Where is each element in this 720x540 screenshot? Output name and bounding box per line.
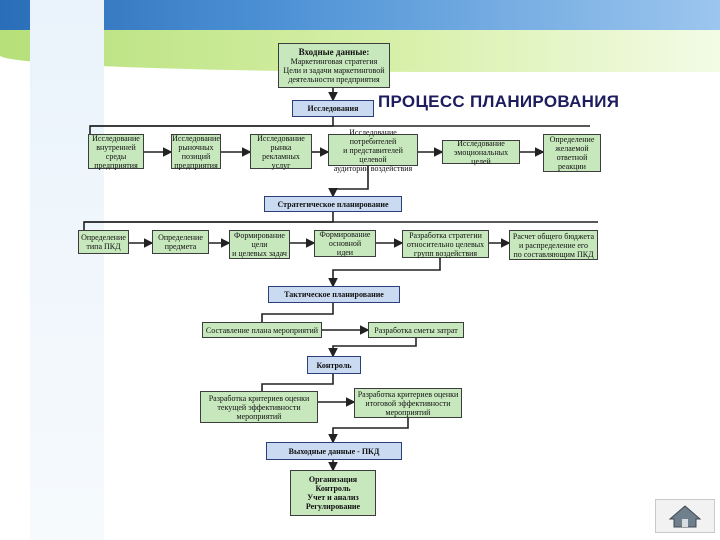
tactical-item-line: Составление плана мероприятий	[205, 325, 319, 335]
strategic-item-line: групп воздействия	[413, 248, 478, 258]
research-item-line: рекламных	[262, 151, 300, 161]
strategic-header: Стратегическое планирование	[277, 199, 389, 209]
research-item-line: Исследование	[92, 133, 140, 143]
left-decorative-strip	[30, 0, 104, 540]
research-header: Исследования	[307, 104, 359, 113]
strategic-header-box: Стратегическое планирование	[264, 196, 402, 212]
strategic-item-box: Определение предмета	[152, 230, 209, 254]
strategic-item-line: и распределение его	[518, 240, 589, 250]
research-item-line: внутренней	[96, 142, 136, 152]
strategic-item-box: Определение типа ПКД	[78, 230, 129, 254]
strategic-item-line: основной	[328, 239, 362, 248]
strategic-item-line: Разработка стратегии	[409, 230, 482, 240]
research-item-line: рыночных	[178, 142, 214, 152]
research-item-line: эмоциональных целей	[453, 147, 509, 166]
research-header-box: Исследования	[292, 100, 374, 117]
strategic-item-line: Определение	[158, 233, 203, 242]
strategic-item-box: Формирование основной идеи	[314, 230, 376, 257]
control-header-box: Контроль	[307, 356, 361, 374]
input-data-heading: Входные данные:	[298, 46, 370, 57]
research-item-line: ответной	[556, 153, 588, 162]
home-icon	[668, 505, 702, 528]
control-item-line: мероприятий	[385, 407, 431, 417]
research-item-line: реакции	[558, 162, 586, 171]
research-item-line: Исследование	[349, 127, 397, 137]
final-line: Регулирование	[305, 502, 361, 511]
research-item-line: позиций	[181, 151, 211, 161]
tactical-item-box: Составление плана мероприятий	[202, 322, 322, 338]
research-item-box: Исследование рынка рекламных услуг	[250, 133, 312, 170]
top-decorative-band	[0, 0, 720, 32]
final-box: Организация Контроль Учет и анализ Регул…	[290, 470, 376, 516]
strategic-item-line: Формирование	[319, 230, 371, 239]
research-item-line: Исследование	[257, 133, 305, 143]
control-item-line: итоговой эффективности	[365, 398, 451, 408]
research-item-line: потребителей	[349, 136, 397, 146]
research-item-line: аудитории воздействия	[333, 163, 413, 173]
strategic-item-box: Формирование цели и целевых задач	[229, 230, 290, 259]
final-line: Организация	[308, 475, 358, 484]
research-item-box: Исследование эмоциональных целей	[442, 138, 520, 166]
strategic-item-line: идеи	[336, 248, 354, 257]
research-item-line: услуг	[271, 160, 291, 170]
strategic-item-line: Расчет общего бюджета	[512, 231, 595, 241]
tactical-item-line: Разработка сметы затрат	[374, 325, 458, 335]
strategic-item-line: предмета	[164, 242, 197, 251]
strategic-item-box: Разработка стратегии относительно целевы…	[402, 230, 489, 258]
output-header: Выходные данные - ПКД	[288, 446, 380, 456]
strategic-item-line: типа ПКД	[86, 242, 121, 251]
research-item-box: Определение желаемой ответной реакции	[543, 134, 601, 172]
tactical-item-box: Разработка сметы затрат	[368, 322, 464, 338]
research-item-box: Исследование потребителей и представител…	[328, 128, 418, 173]
strategic-item-box: Расчет общего бюджета и распределение ег…	[509, 230, 598, 260]
research-item-line: рынка	[270, 142, 292, 152]
strategic-item-line: цели	[251, 240, 268, 249]
control-item-line: Разработка критериев оценки	[357, 389, 459, 399]
strategic-item-line: Определение	[81, 233, 126, 242]
research-item-box: Исследование рыночных позиций предприяти…	[171, 133, 221, 170]
research-item-line: и представителей целевой	[343, 145, 403, 164]
output-header-box: Выходные данные - ПКД	[266, 442, 402, 460]
research-item-line: желаемой	[555, 144, 589, 153]
tactical-header-box: Тактическое планирование	[268, 286, 400, 303]
strategic-item-line: и целевых задач	[232, 249, 287, 258]
strategic-item-line: относительно целевых	[406, 239, 485, 249]
tactical-header: Тактическое планирование	[284, 290, 384, 299]
home-nav-button[interactable]	[655, 499, 715, 533]
final-line: Учет и анализ	[307, 493, 359, 502]
research-item-box: Исследование внутренней среды предприяти…	[88, 133, 144, 170]
slide-title: ПРОЦЕСС ПЛАНИРОВАНИЯ	[378, 92, 620, 111]
final-line: Контроль	[315, 484, 351, 493]
research-item-line: Исследование	[457, 138, 505, 148]
strategic-item-line: Формирование	[234, 231, 285, 240]
input-data-box: Входные данные: Маркетинговая стратегия …	[278, 43, 390, 88]
control-item-line: текущей эффективности	[217, 402, 301, 412]
control-item-line: мероприятий	[236, 411, 282, 421]
control-item-line: Разработка критериев оценки	[208, 393, 310, 403]
strategic-item-line: по составляющим ПКД	[513, 249, 594, 259]
research-item-line: предприятия	[174, 160, 218, 170]
research-item-line: среды	[105, 151, 127, 161]
research-item-line: предприятия	[94, 160, 138, 170]
control-item-box: Разработка критериев оценки текущей эффе…	[200, 391, 318, 423]
input-data-line: деятельности предприятия	[288, 74, 380, 84]
control-item-box: Разработка критериев оценки итоговой эфф…	[354, 388, 462, 418]
input-data-line: Цели и задачи маркетинговой	[283, 65, 385, 75]
research-item-line: Исследование	[172, 133, 220, 143]
control-header: Контроль	[316, 360, 352, 370]
research-item-line: Определение	[549, 135, 595, 144]
input-data-line: Маркетинговая стратегия	[290, 56, 378, 66]
